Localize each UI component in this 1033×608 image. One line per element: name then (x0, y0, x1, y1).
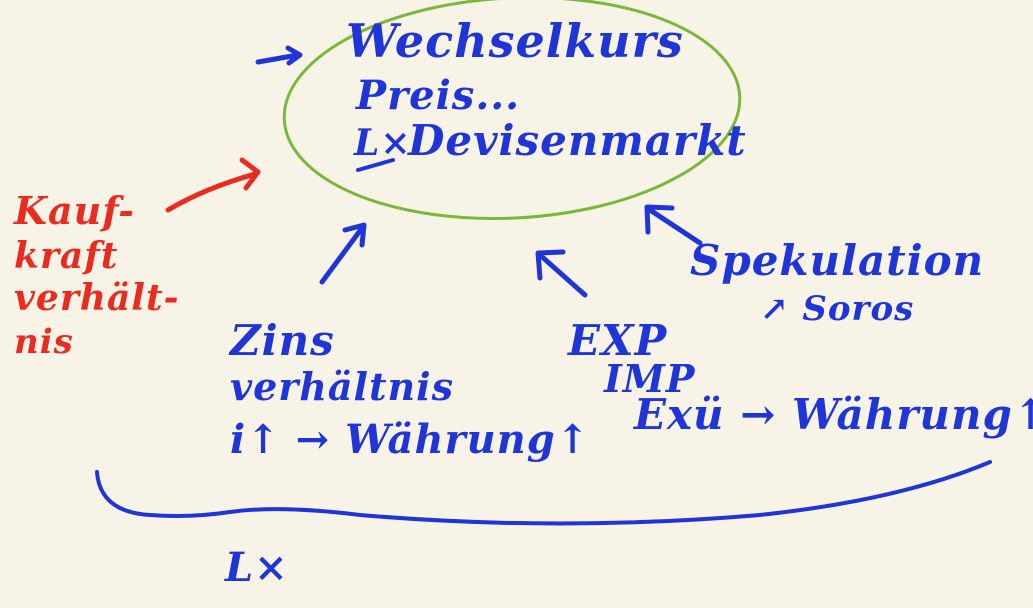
wechselkurs-text: Wechselkurs (346, 14, 684, 68)
kaufkraft-line-4: nis (14, 322, 74, 362)
preis-text: Preis... (356, 72, 521, 119)
lx-marker-text: L× (354, 122, 412, 164)
devisenmarkt-text: Devisenmarkt (408, 116, 747, 165)
spekulation-text: Spekulation (690, 236, 985, 285)
kaufkraft-line-3: verhält- (14, 277, 180, 319)
soros-text: ↗ Soros (760, 289, 915, 329)
exu-waehrung-text: Exü → Währung↑ (634, 390, 1033, 439)
red-kaufkraft-arrow (165, 157, 261, 213)
zins-line-2: verhältnis (230, 364, 454, 409)
zins-line-1: Zins (230, 316, 335, 365)
zins-line-3: i↑ → Währung↑ (230, 416, 591, 463)
lx-underline (356, 158, 395, 172)
exp-arrow (535, 249, 588, 298)
green-ellipse (282, 0, 742, 220)
bottom-lx-label: L× (225, 544, 289, 591)
kaufkraft-line-2: kraft (14, 235, 119, 277)
left-entry-arrow (255, 45, 303, 66)
bottom-brace (95, 460, 992, 526)
kaufkraft-line-1: Kauf- (14, 188, 136, 233)
exp-text: EXP (568, 316, 668, 365)
zins-arrow (319, 222, 367, 285)
spekulation-arrow (644, 204, 703, 246)
imp-text: IMP (604, 356, 696, 401)
